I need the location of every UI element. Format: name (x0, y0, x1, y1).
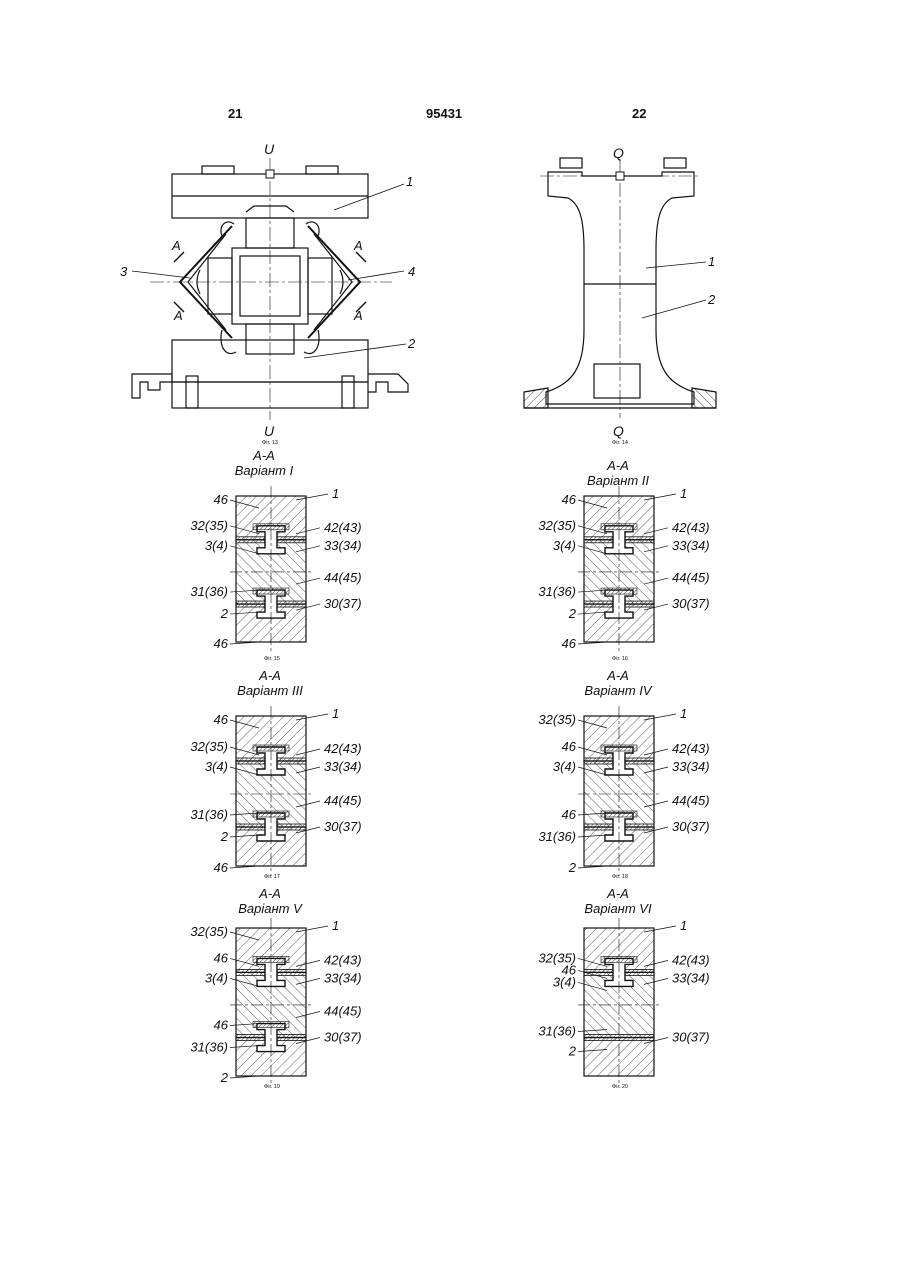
callout-label: 30(37) (672, 1030, 710, 1045)
callout-label: 42(43) (324, 952, 362, 967)
callout-label: 2 (568, 606, 577, 621)
callout-label: 32(35) (538, 518, 576, 533)
callout-label: 33(34) (324, 970, 362, 985)
callout-label: 1 (680, 918, 687, 933)
callout-label: 31(36) (190, 807, 228, 822)
callout-label: 33(34) (324, 759, 362, 774)
callout-label: 2 (568, 1044, 577, 1059)
section-view-18: 1 42(43) 33(34) 44(45) 30(37) 32(35) 46 3(4) 46 3… (538, 706, 709, 876)
callout-label: 46 (214, 492, 229, 507)
callout-label: 31(36) (538, 584, 576, 599)
callout-label: 3(4) (553, 759, 576, 774)
fig20-caption: Фіг. 20 (612, 1084, 628, 1090)
callout-label: 33(34) (324, 538, 362, 553)
callout-label: 46 (562, 636, 577, 651)
callout-label: 42(43) (672, 952, 710, 967)
callout-label: 46 (214, 636, 229, 651)
callout-label: 42(43) (324, 741, 362, 756)
callout-label: 32(35) (190, 739, 228, 754)
callout-label: 3(4) (205, 970, 228, 985)
callout-label: 30(37) (324, 819, 362, 834)
callout-label: 33(34) (672, 759, 710, 774)
callout-label: 31(36) (538, 1024, 576, 1039)
section-view-16: 1 42(43) 33(34) 44(45) 30(37) 46 32(35) 3(4) 31(… (538, 486, 709, 652)
callout-label: 30(37) (324, 1030, 362, 1045)
callout-label: 46 (214, 860, 229, 875)
callout-label: 1 (332, 918, 339, 933)
callout-label: 44(45) (672, 793, 710, 808)
section-view-17: 1 42(43) 33(34) 44(45) 30(37) 46 32(35) 3(4) 31(… (190, 706, 361, 876)
callout-label: 32(35) (190, 924, 228, 939)
callout-label: 3(4) (205, 759, 228, 774)
callout-label: 30(37) (324, 596, 362, 611)
callout-label: 2 (220, 829, 229, 844)
fig16-caption: Фіг. 16 (612, 656, 628, 662)
callout-label: 31(36) (538, 829, 576, 844)
callout-label: 32(35) (538, 712, 576, 727)
callout-label: 1 (332, 706, 339, 721)
fig15-caption: Фіг. 15 (264, 656, 280, 662)
callout-label: 46 (214, 712, 229, 727)
callout-label: 33(34) (672, 538, 710, 553)
callout-label: 44(45) (324, 793, 362, 808)
callout-label: 46 (562, 807, 577, 822)
section-view-19: 1 42(43) 33(34) 44(45) 30(37) 32(35) 46 3(4) 46 3… (190, 918, 361, 1086)
fig18-caption: Фіг. 18 (612, 874, 628, 880)
callout-label: 33(34) (672, 970, 710, 985)
fig17-caption: Фіг. 17 (264, 874, 280, 880)
callout-label: 42(43) (672, 520, 710, 535)
callout-label: 44(45) (324, 1004, 362, 1019)
callout-label: 46 (214, 950, 229, 965)
fig19-caption: Фіг. 19 (264, 1084, 280, 1090)
callout-label: 1 (680, 486, 687, 501)
callout-label: 3(4) (553, 974, 576, 989)
section-view-15: 1 42(43) 33(34) 44(45) 30(37) 46 32(35) 3(4) 31(… (190, 486, 361, 652)
callout-label: 3(4) (553, 538, 576, 553)
callout-label: 42(43) (672, 741, 710, 756)
callout-label: 3(4) (205, 538, 228, 553)
callout-label: 31(36) (190, 1040, 228, 1055)
callout-label: 46 (214, 1018, 229, 1033)
callout-label: 1 (680, 706, 687, 721)
callout-label: 2 (220, 606, 229, 621)
callout-label: 2 (568, 860, 577, 875)
callout-label: 46 (562, 739, 577, 754)
callout-label: 30(37) (672, 596, 710, 611)
callout-label: 30(37) (672, 819, 710, 834)
callout-label: 31(36) (190, 584, 228, 599)
callout-label: 2 (220, 1070, 229, 1085)
callout-label: 46 (562, 492, 577, 507)
callout-label: 42(43) (324, 520, 362, 535)
callout-label: 32(35) (190, 518, 228, 533)
section-view-20: 142(43)33(34)30(37)32(35)463(4)31(36)2 (538, 918, 709, 1086)
callout-label: 1 (332, 486, 339, 501)
callout-label: 44(45) (672, 570, 710, 585)
callout-label: 44(45) (324, 570, 362, 585)
